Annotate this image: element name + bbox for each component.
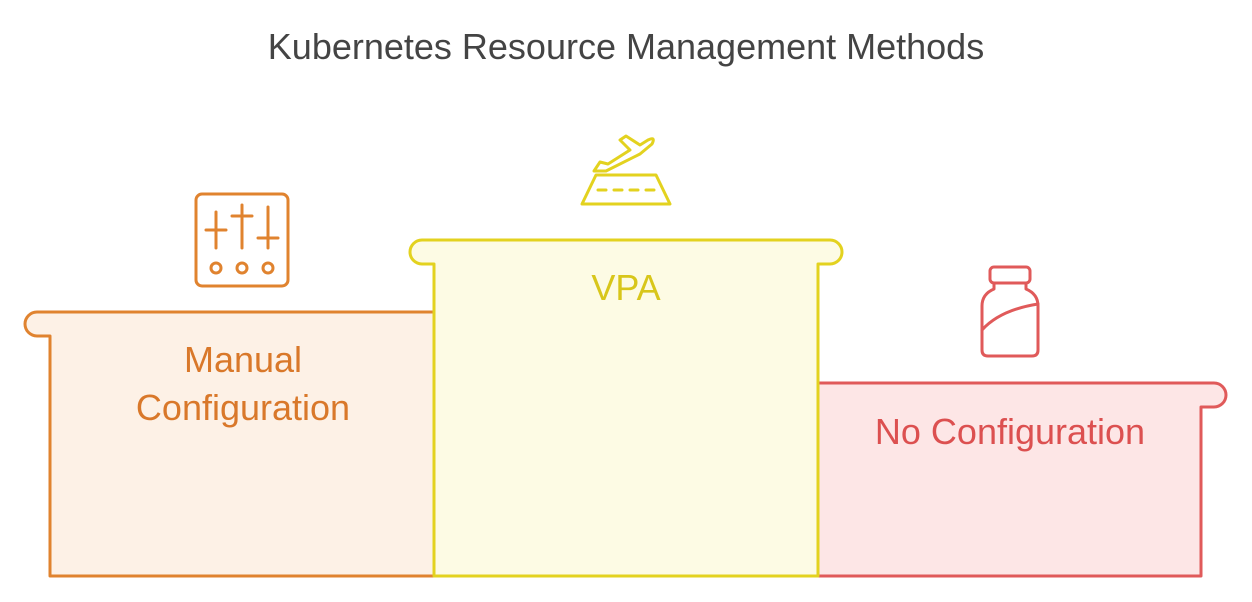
step-vpa: VPA [408,134,844,578]
step-manual-configuration: Manual Configuration [23,192,438,578]
step-no-configuration-box [816,381,1228,578]
step-manual-configuration-label-line-2: Configuration [136,387,350,428]
step-vpa-box [408,238,844,578]
step-manual-configuration-box [23,310,438,578]
airplane-runway-icon [580,134,672,206]
step-no-configuration: No Configuration [816,265,1228,578]
step-vpa-label: VPA [591,267,660,308]
step-manual-configuration-label-line-1: Manual [184,339,302,380]
sliders-icon [194,192,290,288]
bottle-icon [980,265,1040,358]
step-no-configuration-label: No Configuration [875,411,1145,452]
diagram-title: Kubernetes Resource Management Methods [267,26,985,67]
